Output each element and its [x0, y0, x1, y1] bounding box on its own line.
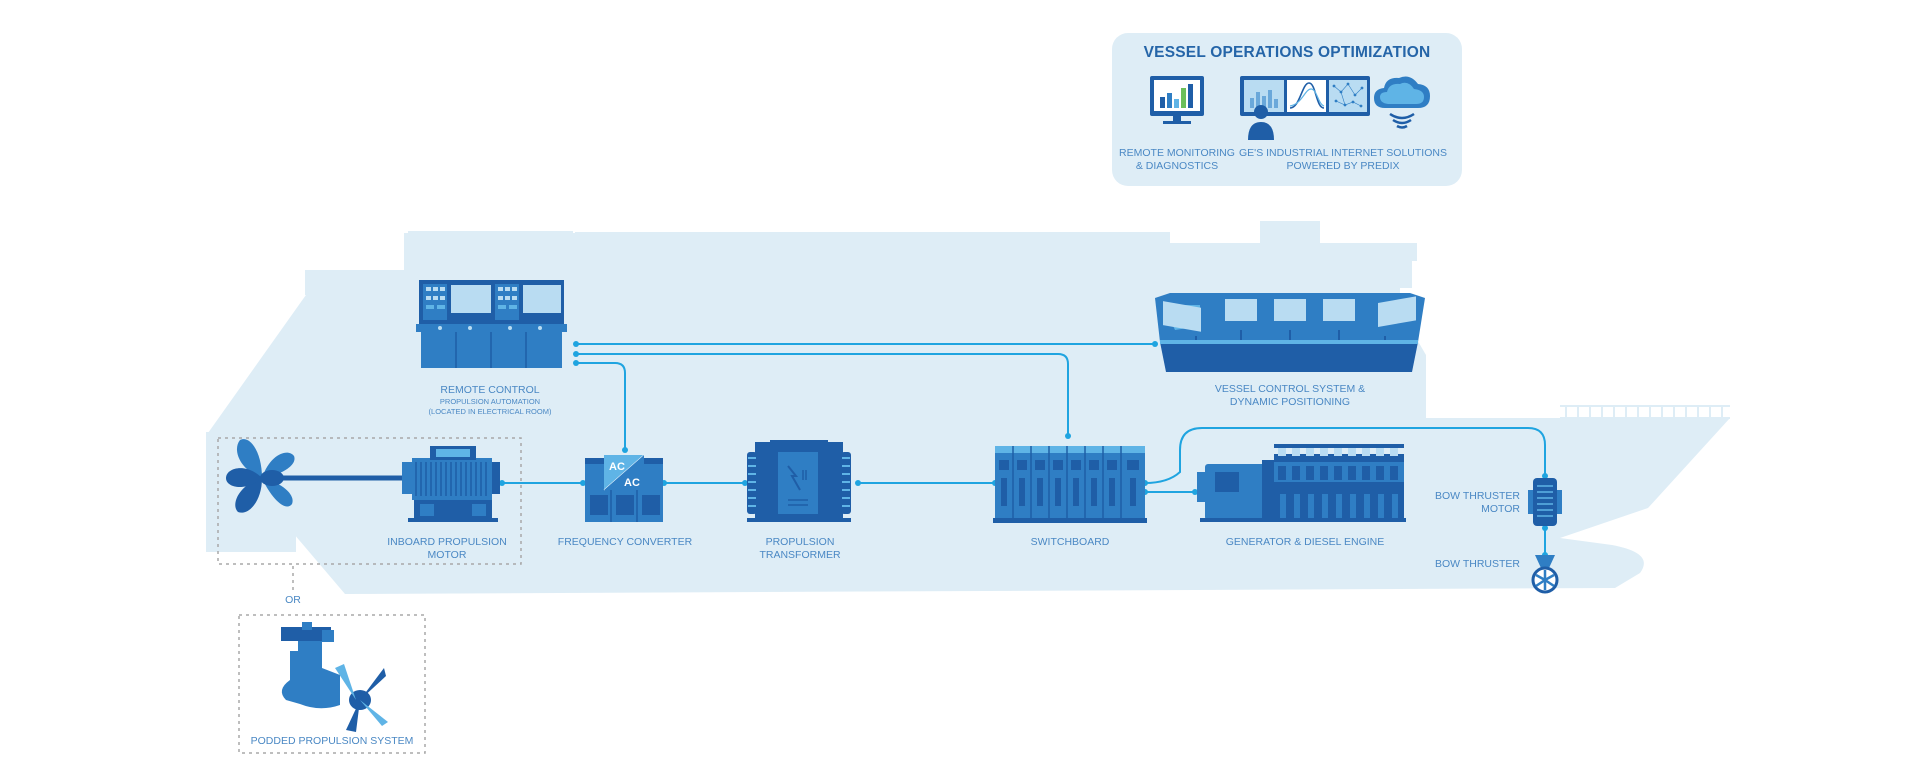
generator-label: GENERATOR & DIESEL ENGINE [1225, 536, 1385, 548]
vessel-control-console [1155, 293, 1425, 372]
operator-person-icon [1248, 105, 1274, 140]
ac-badge-bottom: AC [624, 477, 640, 489]
bow-thruster-motor-label: BOW THRUSTER MOTOR [1420, 490, 1520, 516]
bow-thruster-icon [1531, 555, 1559, 594]
frequency-converter-label: FREQUENCY CONVERTER [557, 536, 693, 548]
inboard-motor-line1: INBOARD PROPULSION [387, 536, 507, 548]
deck-railing-mid [650, 312, 1110, 327]
monitor-chart-icon [1150, 76, 1204, 124]
propulsion-transformer-icon [747, 440, 851, 522]
or-label: OR [285, 594, 301, 606]
analytics-screens-icon [1240, 76, 1370, 116]
vessel-control-label: VESSEL CONTROL SYSTEM & DYNAMIC POSITION… [1180, 383, 1400, 409]
bow-thruster-motor-icon [1528, 478, 1562, 526]
monitoring-label-line2: & DIAGNOSTICS [1135, 160, 1219, 172]
podded-label: PODDED PROPULSION SYSTEM [250, 735, 414, 747]
propulsion-transformer-line1: PROPULSION [765, 536, 835, 548]
inboard-motor-line2: MOTOR [427, 549, 467, 561]
remote-control-console [416, 280, 567, 368]
switchboard-icon [993, 446, 1147, 523]
cloud-icon [1374, 76, 1430, 129]
bow-thruster-motor-line2: MOTOR [1481, 503, 1520, 515]
deck-railing-bow [1560, 405, 1730, 419]
inboard-system-frame [217, 437, 522, 565]
bow-thruster-motor-line1: BOW THRUSTER [1435, 490, 1520, 502]
switchboard-label: SWITCHBOARD [1030, 536, 1110, 548]
inboard-motor-icon [402, 446, 500, 522]
inboard-motor-label: INBOARD PROPULSION MOTOR [372, 536, 522, 562]
panel-title: VESSEL OPERATIONS OPTIMIZATION [1143, 44, 1431, 61]
generator-engine-icon [1197, 444, 1406, 522]
remote-control-sub1: PROPULSION AUTOMATION [439, 397, 541, 406]
propeller-icon [226, 439, 410, 513]
vessel-control-line1: VESSEL CONTROL SYSTEM & [1214, 383, 1366, 395]
ac-badge-top: AC [609, 461, 625, 473]
podded-propulsion-icon [281, 622, 388, 732]
propulsion-transformer-line2: TRANSFORMER [759, 549, 841, 561]
predix-label: GE'S INDUSTRIAL INTERNET SOLUTIONS POWER… [1228, 147, 1458, 173]
connector-lines [502, 343, 1546, 555]
remote-control-title: REMOTE CONTROL [440, 384, 540, 396]
podded-system-frame [238, 614, 426, 754]
monitoring-label: REMOTE MONITORING & DIAGNOSTICS [1117, 147, 1237, 173]
predix-label-line1: GE'S INDUSTRIAL INTERNET SOLUTIONS [1239, 147, 1447, 159]
propulsion-transformer-label: PROPULSION TRANSFORMER [740, 536, 860, 562]
predix-label-line2: POWERED BY PREDIX [1286, 160, 1400, 172]
frequency-converter-icon [585, 454, 663, 522]
bow-thruster-label: BOW THRUSTER [1435, 558, 1520, 570]
remote-control-sub2: (LOCATED IN ELECTRICAL ROOM) [428, 407, 552, 416]
remote-control-label: REMOTE CONTROL PROPULSION AUTOMATION (LO… [400, 384, 580, 417]
monitoring-label-line1: REMOTE MONITORING [1119, 147, 1235, 159]
vessel-control-line2: DYNAMIC POSITIONING [1229, 396, 1351, 408]
